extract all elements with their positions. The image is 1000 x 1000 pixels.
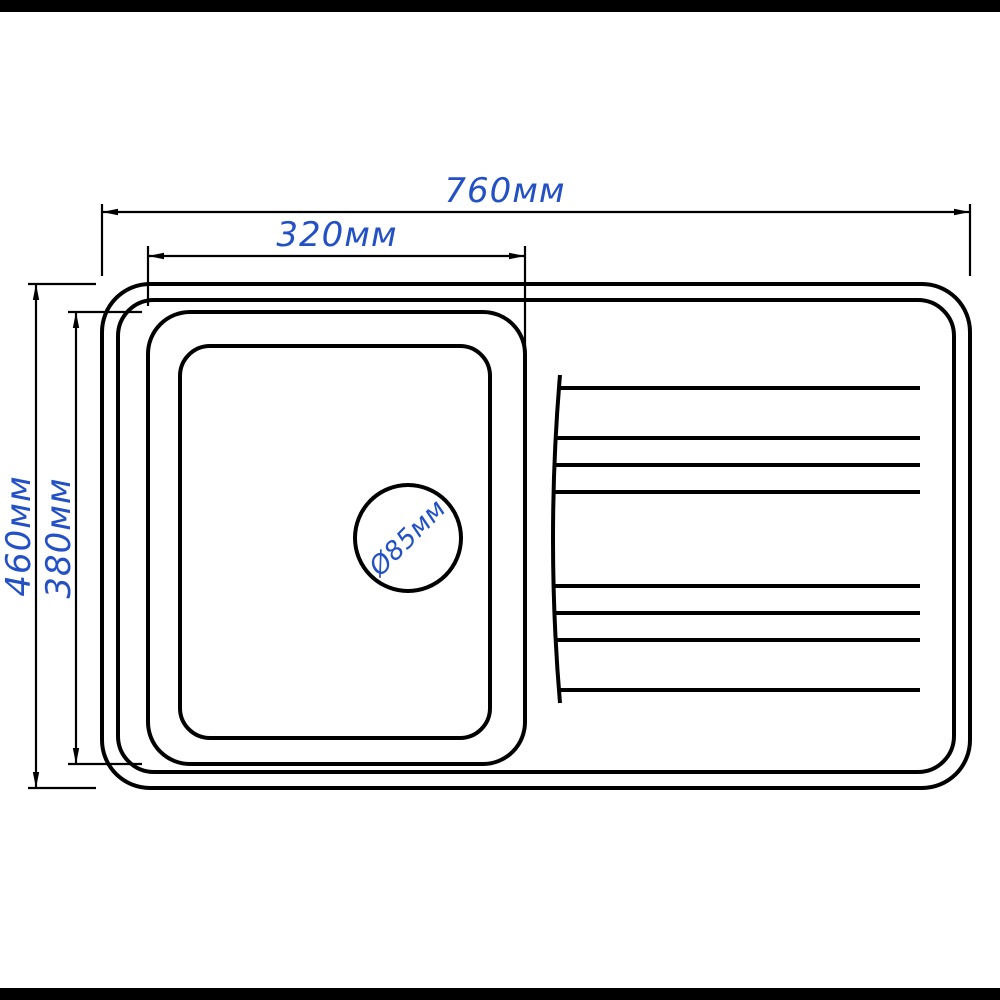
dim-overall-depth: 460мм [0,282,96,790]
arrowhead-left [102,208,118,216]
overall-depth-label: 460мм [0,475,39,596]
sink-inner-outline [116,298,956,774]
bowl-outer-outline [146,310,527,766]
dim-bowl-width: 320мм [146,215,527,368]
drain-diameter-label: Ø85мм [363,494,452,583]
arrowhead-right [509,252,525,260]
arrowhead-right [954,208,970,216]
letterbox-bottom [0,988,1000,1000]
bowl-width-label: 320мм [276,215,397,255]
sink-body-outline [100,282,972,790]
arrowhead-top [72,312,80,328]
sink-outer-outline [100,282,972,790]
drain-circle [353,483,463,593]
drainboard-left-edge [551,374,562,704]
dim-bowl-depth: 380мм [39,310,142,766]
arrowhead-bottom [32,772,40,788]
bowl-inner-outline [178,344,492,740]
overall-width-label: 760мм [444,171,565,211]
arrowhead-left [148,252,164,260]
arrowhead-bottom [72,748,80,764]
letterbox-top [0,0,1000,12]
sink-bowl [146,310,527,766]
bowl-depth-label: 380мм [39,477,79,598]
dim-overall-width: 760мм [100,171,972,276]
drainboard-ribs [551,374,920,704]
arrowhead-top [32,284,40,300]
